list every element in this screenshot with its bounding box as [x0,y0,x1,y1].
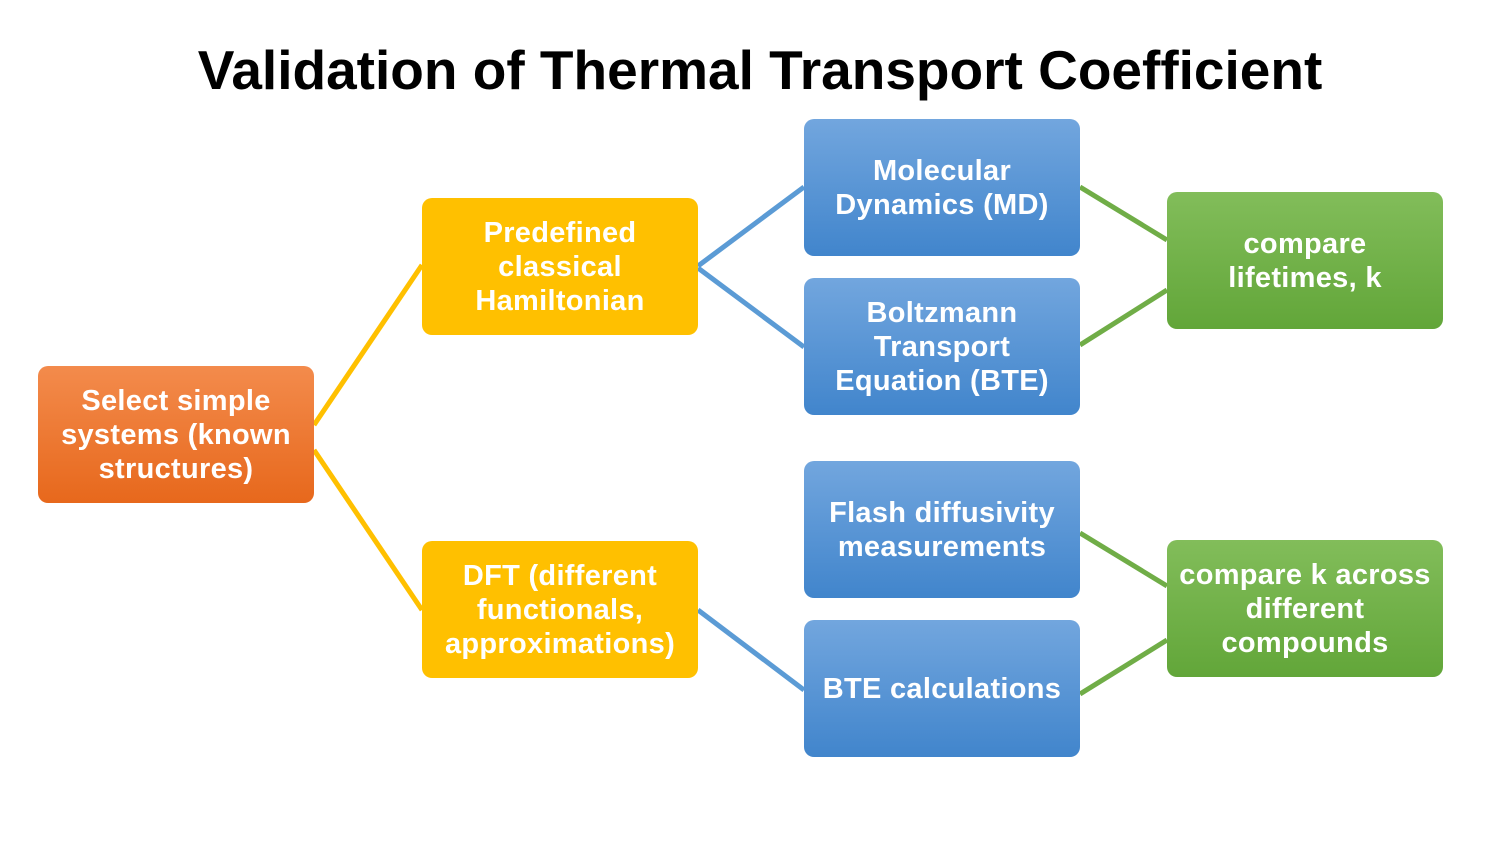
node-classical-hamiltonian: Predefined classical Hamiltonian [422,198,698,335]
link-md-compare [1078,184,1169,243]
link-bte-compare [1078,287,1169,348]
link-select-dft [311,448,425,612]
node-compare-lifetimes: compare lifetimes, k [1167,192,1443,329]
node-molecular-dynamics: Molecular Dynamics (MD) [804,119,1080,256]
node-select-systems: Select simple systems (known structures) [38,366,314,503]
link-btecalc-compare [1078,637,1169,697]
node-compare-k: compare k across different compounds [1167,540,1443,677]
node-boltzmann-transport: Boltzmann Transport Equation (BTE) [804,278,1080,415]
node-dft: DFT (different functionals, approximatio… [422,541,698,678]
node-bte-calculations: BTE calculations [804,620,1080,757]
link-dft-btecalc [696,608,806,692]
link-flash-compare [1078,530,1169,589]
link-hamiltonian-bte [696,265,806,350]
link-select-hamiltonian [311,263,425,427]
node-flash-diffusivity: Flash diffusivity measurements [804,461,1080,598]
diagram-title: Validation of Thermal Transport Coeffici… [197,39,1323,101]
link-hamiltonian-md [696,184,806,269]
